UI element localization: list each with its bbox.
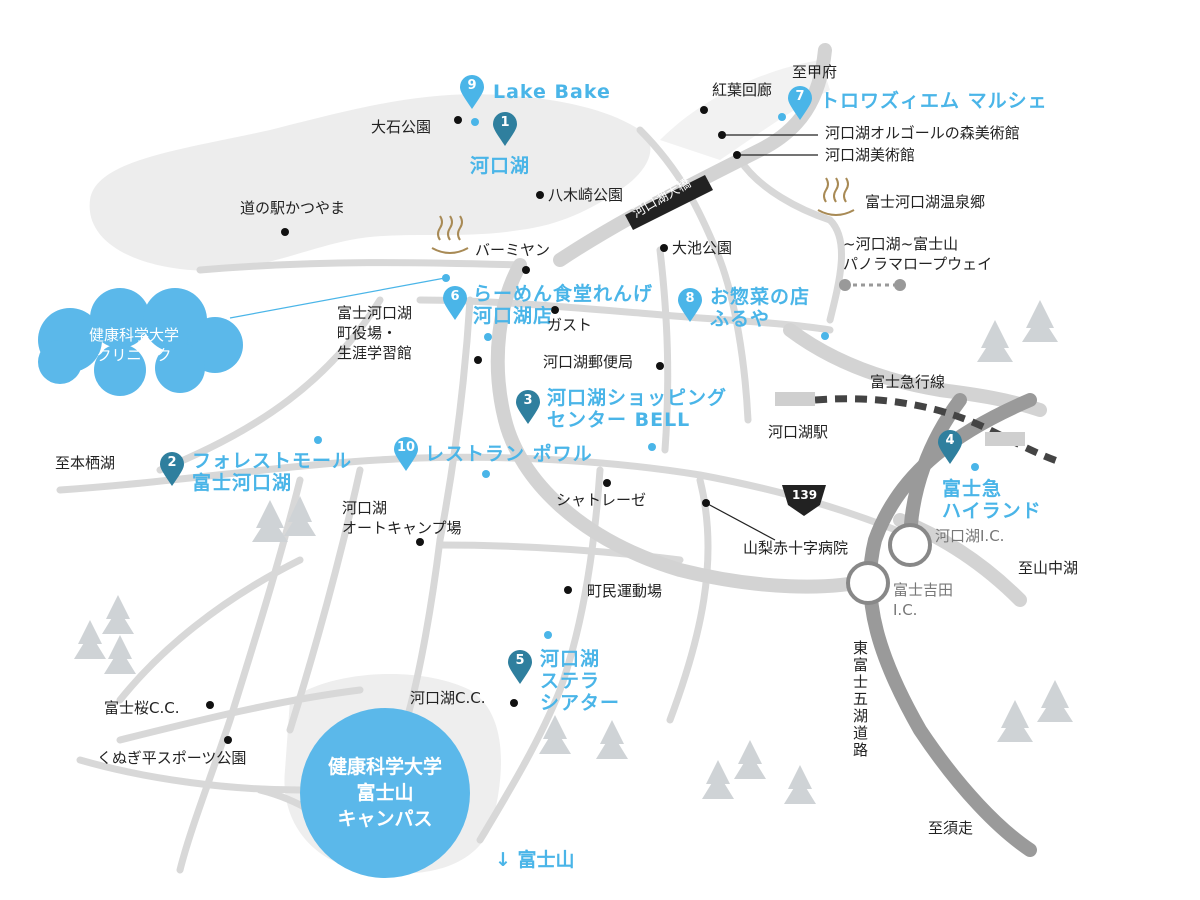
pin-6[interactable]: 6 — [442, 286, 468, 322]
pin-marker-icon — [788, 86, 812, 120]
pin-number: 5 — [515, 653, 525, 668]
pin-marker-icon — [516, 390, 540, 424]
direction-subashiri: 至須走 — [928, 819, 974, 837]
spot-label-furuya[interactable]: お惣菜の店 ふるや — [710, 286, 811, 330]
place-sports-ground: 町民運動場 — [587, 582, 663, 600]
place-fujikyu-line: 富士急行線 — [870, 373, 946, 391]
place-kawaguchiko-station: 河口湖駅 — [768, 423, 829, 441]
place-bamiyan: バーミヤン — [475, 241, 551, 259]
tree-icons — [74, 300, 1073, 804]
pin-marker-icon — [394, 437, 418, 471]
route-shield — [782, 485, 826, 516]
place-music-forest-museum: 河口湖オルゴールの森美術館 — [825, 124, 1020, 142]
pin-8[interactable]: 8 — [677, 288, 703, 324]
spot-label-lake-kawaguchi[interactable]: 河口湖 — [470, 155, 531, 177]
station-platform-2 — [985, 432, 1025, 446]
pin-10[interactable]: 10 — [393, 437, 419, 473]
place-ropeway: ~河口湖~富士山 パノラマロープウェイ — [843, 235, 993, 273]
place-auto-camp: 河口湖 オートキャンプ場 — [342, 499, 462, 537]
clinic-leader — [229, 277, 446, 319]
onsen-icon — [431, 215, 469, 254]
pin-marker-icon — [443, 286, 467, 320]
pin-number: 2 — [167, 455, 177, 470]
pin-number: 9 — [467, 78, 477, 93]
lake-kawaguchi — [89, 94, 651, 271]
place-momiji-corridor: 紅葉回廊 — [712, 81, 773, 99]
pin-number: 1 — [500, 115, 510, 130]
pin-9[interactable]: 9 — [459, 75, 485, 111]
kawaguchiko-ic-label: 河口湖I.C. — [935, 527, 1005, 545]
place-post-office: 河口湖郵便局 — [543, 353, 634, 371]
pin-4[interactable]: 4 — [937, 430, 963, 466]
onsen-icon-2 — [817, 177, 855, 216]
pin-marker-icon — [493, 112, 517, 146]
ropeway — [839, 279, 906, 291]
place-yagisaki-park: 八木崎公園 — [548, 186, 624, 204]
spot-label-fujiq[interactable]: 富士急 ハイランド — [942, 478, 1042, 522]
pin-7[interactable]: 7 — [787, 86, 813, 122]
pin-number: 4 — [945, 433, 955, 448]
spot-label-lake-bake[interactable]: Lake Bake — [493, 81, 611, 103]
place-onsen: 富士河口湖温泉郷 — [865, 193, 986, 211]
leader-lines — [705, 134, 818, 541]
direction-yamanakako: 至山中湖 — [1018, 559, 1079, 577]
spot-label-troisieme-marche[interactable]: トロワズィエム マルシェ — [820, 90, 1048, 112]
pin-5[interactable]: 5 — [507, 650, 533, 686]
pin-marker-icon — [678, 288, 702, 322]
pin-marker-icon — [460, 75, 484, 109]
spot-label-forest-mall[interactable]: フォレストモール 富士河口湖 — [192, 450, 353, 494]
route-number: 139 — [792, 488, 818, 502]
fujiyoshida-ic-label: 富士吉田 I.C. — [893, 581, 954, 619]
place-oike-park: 大池公園 — [672, 239, 733, 257]
spot-label-bell[interactable]: 河口湖ショッピング センター BELL — [547, 387, 728, 431]
spot-label-renge[interactable]: らーめん食堂れんげ 河口湖店 — [473, 283, 654, 327]
spot-dots — [314, 113, 979, 639]
pin-1[interactable]: 1 — [492, 112, 518, 148]
highway-label: 東富士五湖道路 — [851, 640, 869, 759]
place-dots — [206, 106, 741, 744]
pin-number: 8 — [685, 291, 695, 306]
place-art-museum: 河口湖美術館 — [825, 146, 916, 164]
pin-number: 6 — [450, 289, 460, 304]
spot-label-stella-theater[interactable]: 河口湖 ステラ シアター — [540, 648, 621, 714]
fujiyoshida-ic-circle — [846, 561, 890, 605]
place-kunugidaira-park: くぬぎ平スポーツ公園 — [97, 749, 247, 767]
pin-2[interactable]: 2 — [159, 452, 185, 488]
place-fujizakura-cc: 富士桜C.C. — [104, 699, 180, 717]
pin-marker-icon — [938, 430, 962, 464]
direction-motosuko: 至本栖湖 — [55, 454, 116, 472]
lake-area-north — [660, 60, 830, 160]
clinic-label[interactable]: 健康科学大学 クリニック — [88, 326, 179, 364]
place-gusto: ガスト — [547, 316, 593, 334]
pin-3[interactable]: 3 — [515, 390, 541, 426]
campus-marker[interactable]: 健康科学大学 富士山 キャンパス — [300, 708, 470, 878]
pin-number: 10 — [396, 440, 416, 455]
pin-marker-icon — [508, 650, 532, 684]
kawaguchiko-ic-circle — [888, 523, 932, 567]
place-oishi-park: 大石公園 — [371, 118, 432, 136]
place-kawaguchiko-cc: 河口湖C.C. — [410, 689, 486, 707]
place-michinoeki: 道の駅かつやま — [240, 199, 346, 217]
place-town-office: 富士河口湖 町役場・ 生涯学習館 — [337, 304, 413, 362]
bridge-label-box — [625, 175, 713, 230]
place-red-cross-hospital: 山梨赤十字病院 — [743, 539, 849, 557]
clinic-cloud — [38, 288, 243, 396]
highway — [863, 393, 1037, 857]
station-platform — [775, 392, 815, 406]
direction-mt-fuji: ↓ 富士山 — [495, 849, 575, 871]
direction-kofu: 至甲府 — [792, 63, 838, 81]
pin-number: 3 — [523, 393, 533, 408]
pin-marker-icon — [160, 452, 184, 486]
pin-number: 7 — [795, 89, 805, 104]
spot-label-poivre[interactable]: レストラン ポワル — [425, 443, 593, 465]
place-chateraise: シャトレーゼ — [556, 491, 647, 509]
railway-fujikyu — [814, 395, 1062, 466]
